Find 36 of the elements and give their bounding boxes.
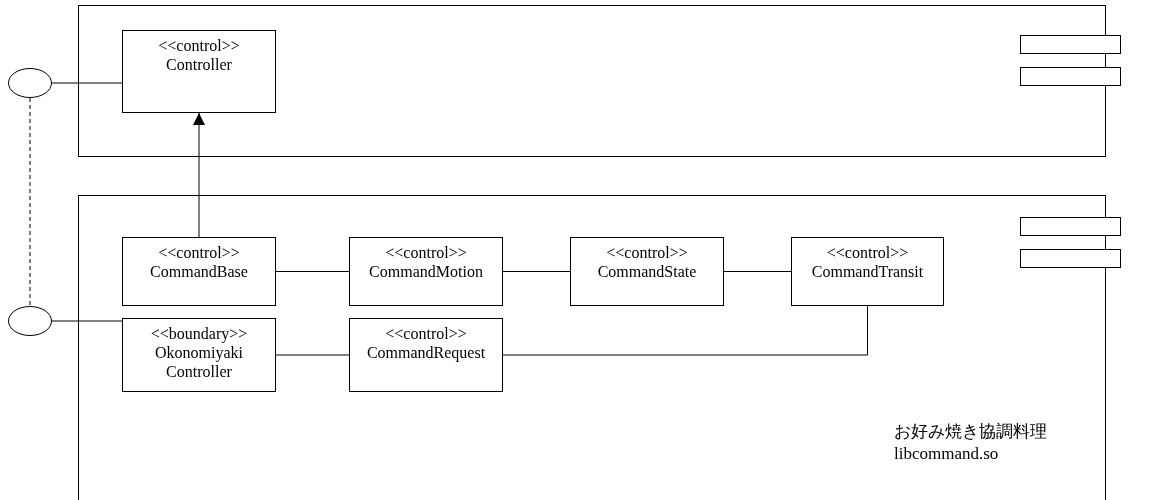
connector (275, 354, 350, 356)
class-name: Okonomiyaki Controller (154, 343, 244, 381)
component-frame (78, 5, 1106, 157)
connector (51, 320, 123, 322)
class-name: Controller (165, 55, 233, 74)
class-name: CommandTransit (810, 262, 925, 281)
interface-circle (8, 68, 52, 98)
connector (51, 82, 123, 84)
connector (275, 271, 350, 272)
stereotype-label: <<boundary>> (149, 324, 249, 343)
stereotype-label: <<control>> (157, 243, 241, 262)
class-box (570, 237, 724, 306)
class-box (122, 318, 276, 392)
class-name: CommandRequest (365, 343, 487, 362)
component-name: お好み焼き協調料理 (894, 421, 1047, 443)
stereotype-label: <<control>> (825, 243, 910, 262)
component-frame (78, 195, 1106, 500)
connector (502, 271, 571, 272)
class-name: CommandMotion (368, 262, 484, 281)
class-box (122, 237, 276, 306)
class-box (122, 30, 276, 113)
stereotype-label: <<control>> (384, 243, 468, 262)
connector (723, 271, 792, 272)
class-box (349, 237, 503, 306)
stereotype-label: <<control>> (605, 243, 689, 262)
connector (502, 305, 868, 356)
class-box (791, 237, 944, 306)
component-name: libcommand.so (894, 443, 1000, 465)
class-box (349, 318, 503, 392)
stereotype-label: <<control>> (384, 324, 468, 343)
interface-circle (8, 306, 52, 336)
stereotype-label: <<control>> (157, 36, 241, 55)
class-name: CommandState (596, 262, 698, 281)
class-name: CommandBase (149, 262, 249, 281)
connector (193, 112, 205, 238)
connector (29, 97, 31, 307)
